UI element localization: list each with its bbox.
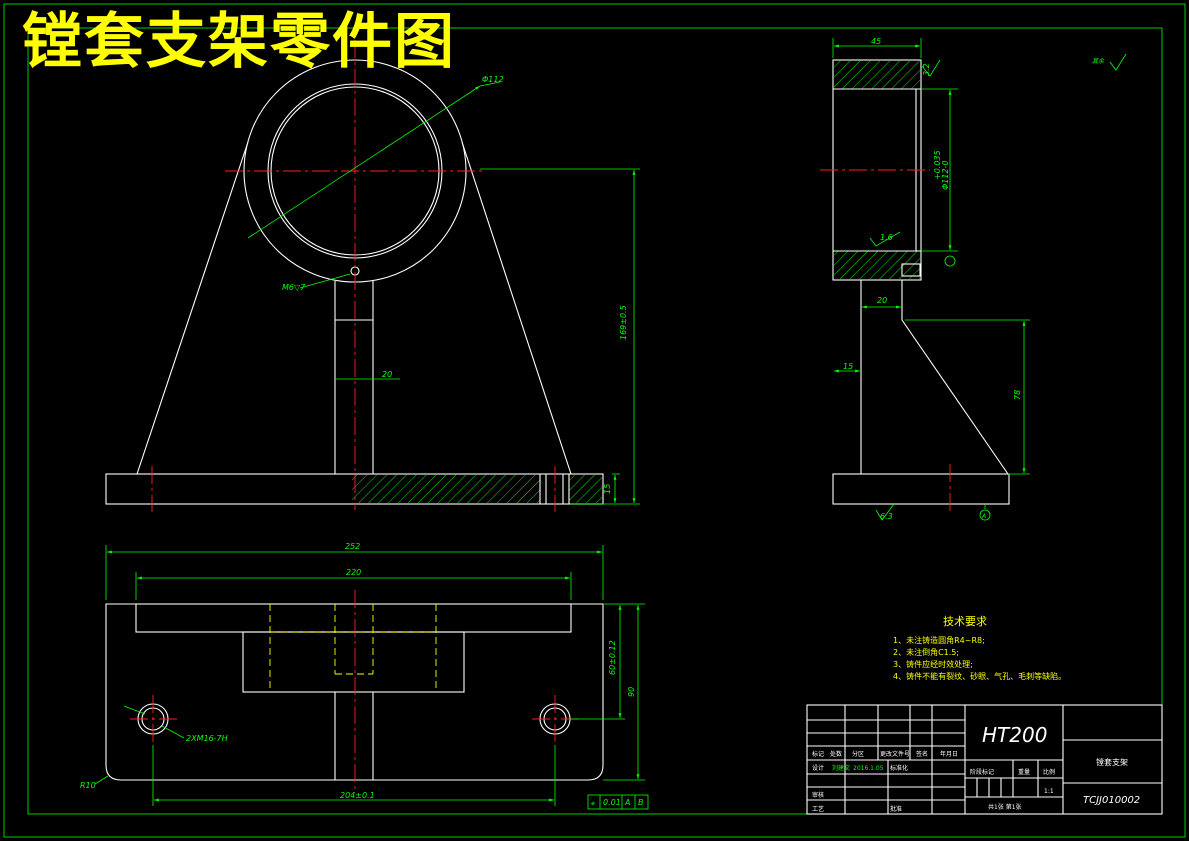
tech-requirements: 技术要求 1、未注铸造圆角R4~R8; 2、未注倒角C1.5; 3、铸件应经时效… xyxy=(893,615,1066,681)
dim-base-thickness: 15 xyxy=(603,484,612,494)
svg-text:标记: 标记 xyxy=(812,750,824,758)
datum-a-label: A xyxy=(981,513,986,520)
tech-item-2: 2、未注倒角C1.5; xyxy=(893,647,959,657)
dim-bore-rough: 1.6 xyxy=(880,233,893,242)
dim-bore-tol: +0.035 xyxy=(933,150,942,180)
inner-frame xyxy=(27,27,1163,815)
dim-side-rib: 15 xyxy=(843,362,853,371)
svg-text:刘建文: 刘建文 xyxy=(832,764,850,772)
part-name: 镗套支架 xyxy=(1096,757,1128,767)
dim-side-rough: 3.2 xyxy=(922,63,931,76)
dim-rib-thickness: 20 xyxy=(382,370,392,379)
dim-bolt-holes: 2XM16-7H xyxy=(186,734,228,743)
dim-slot-width: 220 xyxy=(346,568,361,577)
outer-frame xyxy=(3,3,1186,838)
top-view: 252 220 204±0.1 60±0.12 90 2XM16-7H R10 … xyxy=(80,542,649,810)
drawing-title: 镗套支架零件图 xyxy=(22,7,456,77)
drawing-number: TCJJ010002 xyxy=(1083,795,1140,806)
title-block: HT200 镗套支架 TCJJ010002 1:1 共1张 第1张 标记 处数 … xyxy=(806,704,1163,815)
dim-overall-width: 252 xyxy=(345,542,360,551)
svg-text:比例: 比例 xyxy=(1043,768,1055,776)
svg-text:年月日: 年月日 xyxy=(940,750,958,758)
svg-text:0.01: 0.01 xyxy=(603,798,621,807)
svg-text:⌖: ⌖ xyxy=(590,799,596,808)
svg-text:B: B xyxy=(638,798,644,807)
dim-side-width: 45 xyxy=(871,37,881,46)
dim-overall-depth: 90 xyxy=(627,687,636,697)
tech-item-1: 1、未注铸造圆角R4~R8; xyxy=(893,635,985,645)
dim-tap: M6▽7 xyxy=(282,283,306,292)
dim-depth-tol: 60±0.12 xyxy=(608,640,617,675)
svg-text:设计: 设计 xyxy=(812,764,824,772)
svg-text:2016.1.05: 2016.1.05 xyxy=(853,765,884,772)
svg-text:签名: 签名 xyxy=(916,750,928,758)
svg-text:更改文件号: 更改文件号 xyxy=(880,750,910,758)
scale: 1:1 xyxy=(1044,788,1054,795)
svg-text:处数: 处数 xyxy=(830,750,842,758)
dim-corner-radius: R10 xyxy=(80,781,96,790)
svg-text:重量: 重量 xyxy=(1018,768,1030,776)
other-rough-label: 其余 xyxy=(1092,57,1105,65)
svg-text:审核: 审核 xyxy=(812,791,824,799)
svg-text:分区: 分区 xyxy=(852,750,864,758)
svg-text:标准化: 标准化 xyxy=(890,764,908,772)
svg-text:批准: 批准 xyxy=(890,805,902,813)
tech-item-4: 4、铸件不能有裂纹、砂眼、气孔、毛刺等缺陷。 xyxy=(893,671,1066,681)
front-view: Φ112 M6▽7 20 169±0.5 15 xyxy=(105,40,640,512)
dim-hole-dia: Φ112 xyxy=(482,75,504,84)
sheet-info: 共1张 第1张 xyxy=(988,803,1022,811)
dim-side-rib-top: 20 xyxy=(877,296,887,305)
svg-text:工艺: 工艺 xyxy=(812,805,824,813)
dim-center-height: 169±0.5 xyxy=(619,305,628,340)
svg-text:A: A xyxy=(624,798,630,807)
dim-bore-dia: Φ112-0 xyxy=(941,160,950,190)
tolerance-frame: ⌖ 0.01 A B xyxy=(587,794,649,810)
side-view: 45 3.2 +0.035 Φ112-0 1.6 20 15 78 6.3 A … xyxy=(820,37,1127,521)
tech-heading: 技术要求 xyxy=(943,615,987,628)
tech-item-3: 3、铸件应经时效处理; xyxy=(893,659,973,669)
dim-bottom-rough: 6.3 xyxy=(880,512,893,521)
dim-hole-spacing: 204±0.1 xyxy=(340,791,375,800)
dim-rib-height: 78 xyxy=(1013,390,1022,400)
svg-text:阶段标记: 阶段标记 xyxy=(970,768,994,776)
material: HT200 xyxy=(982,723,1047,747)
